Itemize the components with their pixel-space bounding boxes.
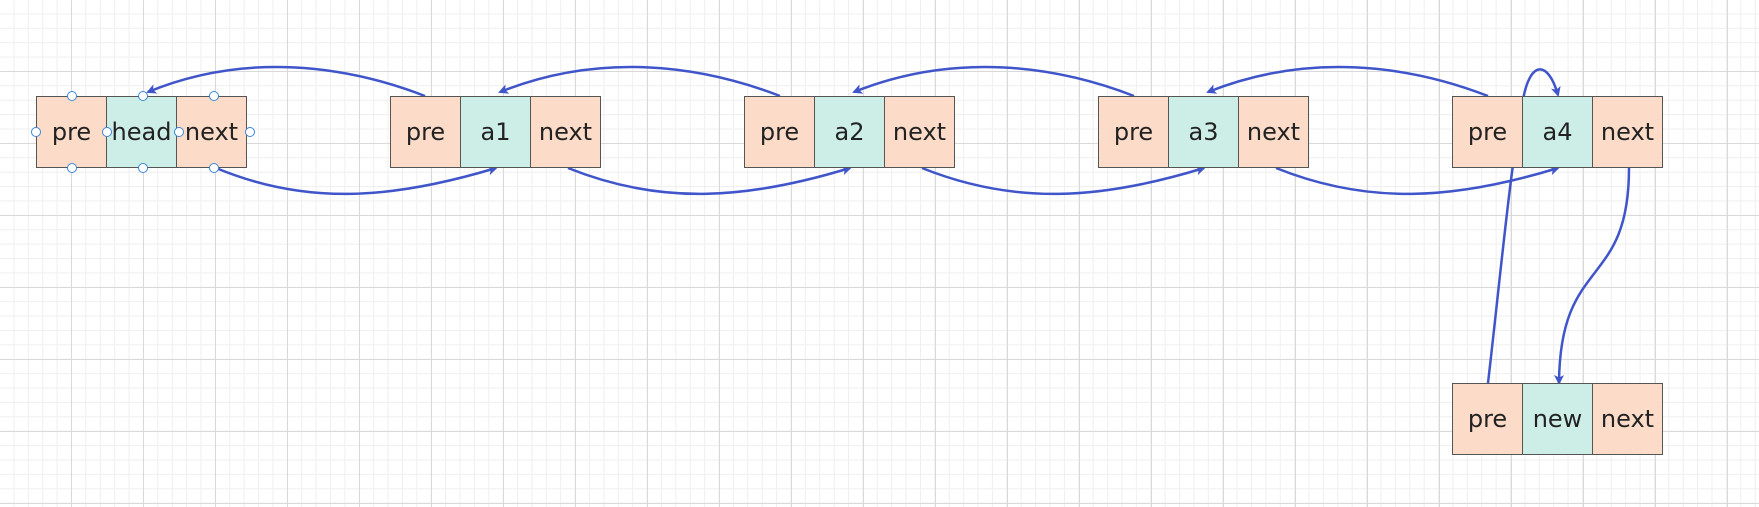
node-next-cell[interactable]: next xyxy=(1592,383,1663,455)
resize-handle[interactable] xyxy=(209,91,219,101)
node-prev-cell[interactable]: pre xyxy=(744,96,815,168)
list-node-a2[interactable]: pre a2 next xyxy=(744,96,955,168)
node-value-cell[interactable]: a4 xyxy=(1522,96,1593,168)
resize-handle[interactable] xyxy=(102,127,112,137)
node-prev-cell[interactable]: pre xyxy=(1452,383,1523,455)
list-node-head[interactable]: pre head next xyxy=(36,96,247,168)
resize-handle[interactable] xyxy=(209,163,219,173)
arrow-a3-pre-to-a2 xyxy=(852,65,1135,98)
list-node-a3[interactable]: pre a3 next xyxy=(1098,96,1309,168)
arrow-a1-next-to-a2 xyxy=(567,165,852,196)
resize-handle[interactable] xyxy=(138,91,148,101)
arrow-a2-pre-to-a1 xyxy=(498,65,781,98)
node-next-cell[interactable]: next xyxy=(884,96,955,168)
resize-handle[interactable] xyxy=(174,127,184,137)
list-node-a1[interactable]: pre a1 next xyxy=(390,96,601,168)
list-node-new[interactable]: pre new next xyxy=(1452,383,1663,455)
list-node-a4[interactable]: pre a4 next xyxy=(1452,96,1663,168)
resize-handle[interactable] xyxy=(31,127,41,137)
arrow-a4-pre-to-a3 xyxy=(1206,65,1489,98)
resize-handle[interactable] xyxy=(67,163,77,173)
arrow-a3-next-to-a4 xyxy=(1275,165,1560,196)
arrow-a2-next-to-a3 xyxy=(921,165,1206,196)
resize-handle[interactable] xyxy=(138,163,148,173)
resize-handle[interactable] xyxy=(67,91,77,101)
node-value-cell[interactable]: a2 xyxy=(814,96,885,168)
arrow-a4-next-to-new xyxy=(1554,167,1631,385)
node-value-cell[interactable]: new xyxy=(1522,383,1593,455)
node-prev-cell[interactable]: pre xyxy=(36,96,107,168)
node-next-cell[interactable]: next xyxy=(530,96,601,168)
node-value-cell[interactable]: a3 xyxy=(1168,96,1239,168)
arrow-head-next-to-a1 xyxy=(215,165,498,196)
node-next-cell[interactable]: next xyxy=(1238,96,1309,168)
node-next-cell[interactable]: next xyxy=(176,96,247,168)
node-value-cell[interactable]: head xyxy=(106,96,177,168)
resize-handle[interactable] xyxy=(245,127,255,137)
node-value-cell[interactable]: a1 xyxy=(460,96,531,168)
arrow-a1-pre-to-head xyxy=(146,65,426,98)
node-prev-cell[interactable]: pre xyxy=(1452,96,1523,168)
node-prev-cell[interactable]: pre xyxy=(390,96,461,168)
node-next-cell[interactable]: next xyxy=(1592,96,1663,168)
node-prev-cell[interactable]: pre xyxy=(1098,96,1169,168)
